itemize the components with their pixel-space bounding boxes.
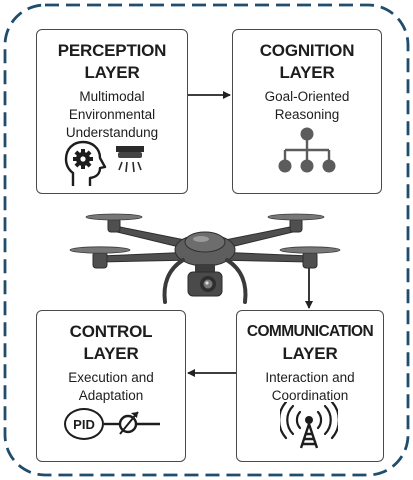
pid-label: PID (73, 416, 95, 432)
drone-icon (69, 213, 341, 304)
communication-layer-box: COMMUNICATION LAYER Interaction and Coor… (236, 310, 384, 462)
control-subtitle-line2: Adaptation (78, 388, 144, 403)
control-title-line2: LAYER (83, 344, 139, 363)
cognition-subtitle-line2: Reasoning (274, 107, 340, 122)
perception-subtitle-line3: Understandung (65, 125, 159, 140)
cognition-title-line2: LAYER (279, 63, 335, 82)
antenna-tower-icon (280, 402, 338, 449)
valve-icon (104, 411, 160, 435)
control-layer-box: CONTROL LAYER Execution and Adaptation (36, 310, 186, 462)
control-subtitle-line1: Execution and (68, 370, 154, 385)
perception-subtitle-line2: Environmental (68, 107, 156, 122)
communication-title-line1: COMMUNICATION (246, 323, 374, 340)
cognition-subtitle-line1: Goal-Oriented (264, 89, 350, 104)
head-gear-icon (64, 140, 107, 186)
cognition-layer-box: COGNITION LAYER Goal-Oriented Reasoning (232, 29, 382, 194)
communication-subtitle-line2: Coordination (271, 388, 349, 403)
communication-title-line2: LAYER (282, 344, 338, 363)
cognition-title-line1: COGNITION (259, 41, 355, 60)
pid-controller-icon: PID (64, 408, 104, 440)
perception-subtitle-line1: Multimodal (79, 89, 145, 104)
perception-title-line2: LAYER (84, 63, 140, 82)
perception-layer-box: PERCEPTION LAYER Multimodal Environmenta… (36, 29, 188, 194)
control-title-line1: CONTROL (69, 322, 153, 341)
sensor-icon (116, 146, 144, 173)
perception-title-line1: PERCEPTION (57, 41, 167, 60)
communication-subtitle-line1: Interaction and (265, 370, 355, 385)
hierarchy-icon (278, 127, 336, 173)
